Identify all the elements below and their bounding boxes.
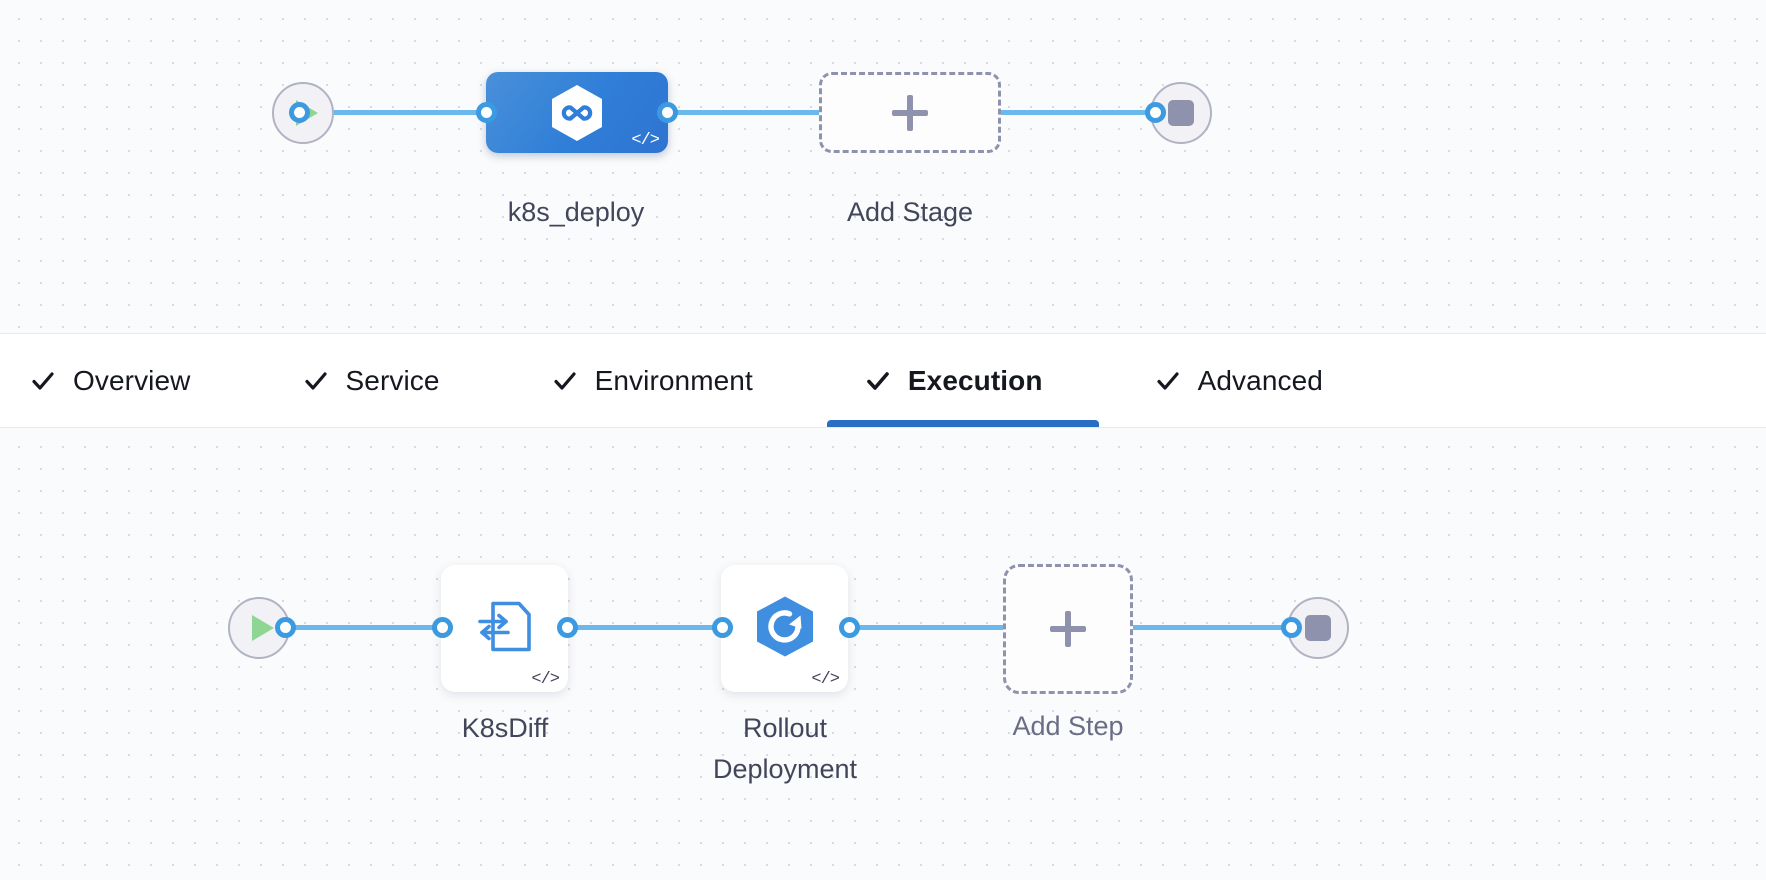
rollout-input-connector[interactable] <box>712 617 733 638</box>
tab-execution[interactable]: Execution <box>826 334 1099 427</box>
execution-pipeline-canvas[interactable]: </> </> <box>0 427 1766 880</box>
k8sdiff-input-connector[interactable] <box>432 617 453 638</box>
edge-start-to-k8sdiff <box>272 625 472 630</box>
edge-rollout-to-addstep <box>843 625 1033 630</box>
execution-start-output-connector[interactable] <box>275 617 296 638</box>
start-output-connector[interactable] <box>289 102 310 123</box>
stage-code-badge[interactable]: </> <box>631 131 660 150</box>
tab-label: Execution <box>907 364 1043 396</box>
k8sdiff-output-connector[interactable] <box>557 617 578 638</box>
tab-label: Service <box>345 364 440 396</box>
edge-k8sdiff-to-rollout <box>560 625 760 630</box>
check-icon <box>1156 371 1179 390</box>
tab-label: Advanced <box>1197 364 1323 396</box>
add-stage-caption: Add Stage <box>846 197 974 227</box>
check-icon <box>304 371 327 390</box>
tab-label: Overview <box>73 364 191 396</box>
tab-service[interactable]: Service <box>303 334 440 427</box>
step-card-rollout-deployment[interactable]: </> <box>721 565 848 692</box>
step-card-k8sdiff[interactable]: </> <box>441 565 568 692</box>
harness-cd-hexagon-icon <box>550 84 604 142</box>
check-icon <box>553 371 576 390</box>
check-icon <box>867 371 889 390</box>
plus-icon <box>1050 611 1086 647</box>
pipeline-end-node[interactable] <box>1150 82 1212 144</box>
check-icon <box>32 371 54 390</box>
step-caption-rollout-deployment: Rollout Deployment <box>712 713 858 784</box>
stage-pipeline-canvas[interactable]: </> k8s_deploy Add Stage <box>0 0 1766 334</box>
edge-addstep-to-end <box>1125 625 1315 630</box>
end-input-connector[interactable] <box>1145 102 1166 123</box>
k8s-diff-document-arrows-icon <box>474 595 536 662</box>
add-step-button[interactable] <box>1003 564 1133 694</box>
execution-end-input-connector[interactable] <box>1281 617 1302 638</box>
add-stage-button[interactable] <box>819 72 1001 153</box>
step-code-badge[interactable]: </> <box>811 670 840 689</box>
edge-addstage-to-end <box>985 110 1160 115</box>
tab-advanced[interactable]: Advanced <box>1155 334 1323 427</box>
play-icon <box>251 615 274 641</box>
stage-caption-k8s-deploy: k8s_deploy <box>507 197 645 227</box>
stage-output-connector[interactable] <box>657 102 678 123</box>
rollout-deployment-hexagon-icon <box>753 595 817 662</box>
tab-label: Environment <box>594 364 753 396</box>
plus-icon <box>892 94 928 131</box>
edge-start-to-stage <box>317 110 497 115</box>
stage-input-connector[interactable] <box>476 102 497 123</box>
stage-config-tabs: Overview Service Environment Execution <box>0 334 1766 427</box>
rollout-output-connector[interactable] <box>839 617 860 638</box>
add-step-caption: Add Step <box>1012 711 1124 741</box>
tab-environment[interactable]: Environment <box>552 334 753 427</box>
stop-icon <box>1305 615 1331 641</box>
tab-active-underline <box>826 420 1099 427</box>
step-code-badge[interactable]: </> <box>531 670 560 689</box>
tab-overview[interactable]: Overview <box>30 334 191 427</box>
stage-card-k8s-deploy[interactable]: </> <box>486 72 668 153</box>
stop-icon <box>1168 100 1194 126</box>
step-caption-k8sdiff: K8sDiff <box>461 713 549 743</box>
edge-stage-to-addstage <box>660 110 835 115</box>
